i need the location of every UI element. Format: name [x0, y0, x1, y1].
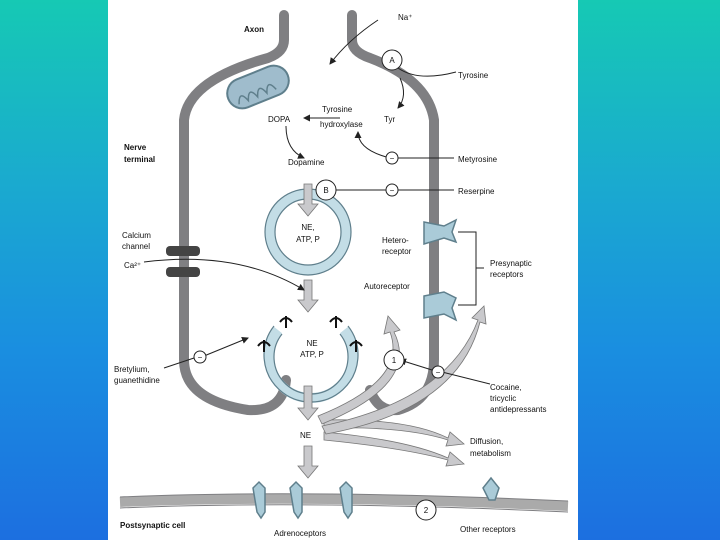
- diffusion-label-1: Diffusion,: [470, 437, 503, 446]
- transporter-1: [383, 349, 405, 371]
- transporter-a: [381, 49, 403, 71]
- tyrosine-hydroxylase-label-1: Tyrosine: [322, 105, 353, 114]
- bretylium-inhibit-icon: −: [198, 353, 203, 362]
- flow-arrows: [297, 183, 487, 479]
- reaction-lines: [143, 19, 491, 385]
- transporter-1-label: 1: [392, 356, 397, 365]
- cocaine-inhibit-icon: −: [436, 368, 441, 377]
- calcium-channel-label-2: channel: [122, 242, 150, 251]
- postsynaptic-membrane: [119, 493, 569, 511]
- noradrenergic-synapse-diagram: Axon Na⁺ A Tyrosine DOPA Tyrosine hydrox…: [114, 10, 569, 538]
- adrenoceptors: [252, 476, 500, 520]
- cocaine-label-1: Cocaine,: [490, 383, 522, 392]
- nerve-terminal-label-1: Nerve: [124, 143, 147, 152]
- vesicle-top-label-1: NE,: [301, 223, 314, 232]
- metyrosine-label: Metyrosine: [458, 155, 498, 164]
- transporter-a-label: A: [389, 56, 395, 65]
- autoreceptor: [423, 291, 458, 322]
- dopa-label: DOPA: [268, 115, 291, 124]
- cocaine-label-2: tricyclic: [490, 394, 516, 403]
- presynaptic-receptors-label-2: receptors: [490, 270, 523, 279]
- mitochondrion: [226, 64, 290, 110]
- presynaptic-bracket: [458, 231, 484, 306]
- vesicle-top-label-2: ATP, P: [296, 235, 320, 244]
- autoreceptor-label: Autoreceptor: [364, 282, 410, 291]
- heteroreceptor-label-1: Hetero-: [382, 236, 409, 245]
- bretylium-label-2: guanethidine: [114, 376, 160, 385]
- reserpine-label: Reserpine: [458, 187, 495, 196]
- receptor-2: [415, 499, 437, 521]
- axon-label: Axon: [244, 25, 264, 34]
- tyrosine-label: Tyrosine: [458, 71, 489, 80]
- calcium-channel-label-1: Calcium: [122, 231, 151, 240]
- heteroreceptor: [423, 218, 458, 246]
- diffusion-label-2: metabolism: [470, 449, 511, 458]
- axon-membrane-left: [179, 10, 291, 416]
- dopamine-label: Dopamine: [288, 158, 325, 167]
- vamp-snare-complexes: [257, 316, 363, 352]
- cocaine-label-3: antidepressants: [490, 405, 546, 414]
- tyrosine-hydroxylase-label-2: hydroxylase: [320, 120, 363, 129]
- metyrosine-inhibit-icon: −: [390, 154, 395, 163]
- ca-label: Ca²⁺: [124, 261, 141, 270]
- heteroreceptor-label-2: receptor: [382, 247, 412, 256]
- presynaptic-receptors-label-1: Presynaptic: [490, 259, 532, 268]
- diagram-panel: Axon Na⁺ A Tyrosine DOPA Tyrosine hydrox…: [108, 0, 578, 540]
- bretylium-label-1: Bretylium,: [114, 365, 150, 374]
- nerve-terminal-label-2: terminal: [124, 155, 155, 164]
- reserpine-inhibit-icon: −: [390, 186, 395, 195]
- vesicle-bottom-label-1: NE: [306, 339, 317, 348]
- tyr-label: Tyr: [384, 115, 395, 124]
- calcium-channel: [166, 246, 200, 277]
- receptor-2-label: 2: [424, 506, 429, 515]
- postsynaptic-cell-label: Postsynaptic cell: [120, 521, 185, 530]
- adrenoceptors-label: Adrenoceptors: [274, 529, 326, 538]
- transporter-b-label: B: [323, 186, 328, 195]
- na-label: Na⁺: [398, 13, 412, 22]
- ne-cleft-label: NE: [300, 431, 311, 440]
- transporter-b: [315, 179, 337, 201]
- other-receptors-label: Other receptors: [460, 525, 516, 534]
- vesicle-bottom-label-2: ATP, P: [300, 350, 324, 359]
